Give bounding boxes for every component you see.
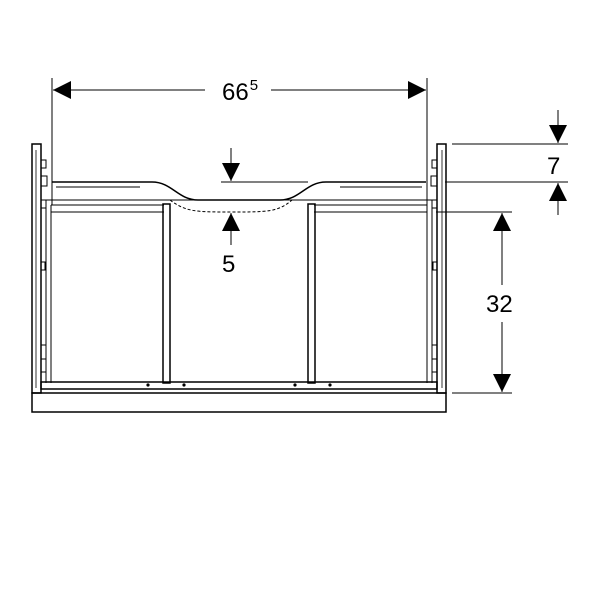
- bottom-shelf: [40, 381, 438, 390]
- screw-dots: [146, 383, 332, 387]
- divider-left: [162, 203, 171, 384]
- drawer-height-dimension: [436, 211, 512, 394]
- top-offset-dimension: [445, 110, 568, 215]
- basin-hidden-contour: [169, 199, 293, 213]
- width-dimension: [51, 78, 428, 205]
- width-value: 66: [222, 79, 249, 106]
- basin-depth-dimension: [221, 148, 308, 245]
- divider-right: [307, 203, 316, 384]
- basin-top-contour: [52, 181, 426, 201]
- left-side-panel: [31, 143, 42, 394]
- drawer-height-label: 32: [486, 291, 513, 318]
- right-side-panel: [436, 143, 447, 394]
- width-label: 665: [222, 77, 258, 106]
- top-offset-label: 7: [547, 153, 560, 180]
- cabinet-body: [31, 143, 447, 413]
- basin-depth-label: 5: [222, 251, 235, 278]
- plinth: [31, 392, 447, 413]
- width-value-superscript: 5: [250, 77, 258, 94]
